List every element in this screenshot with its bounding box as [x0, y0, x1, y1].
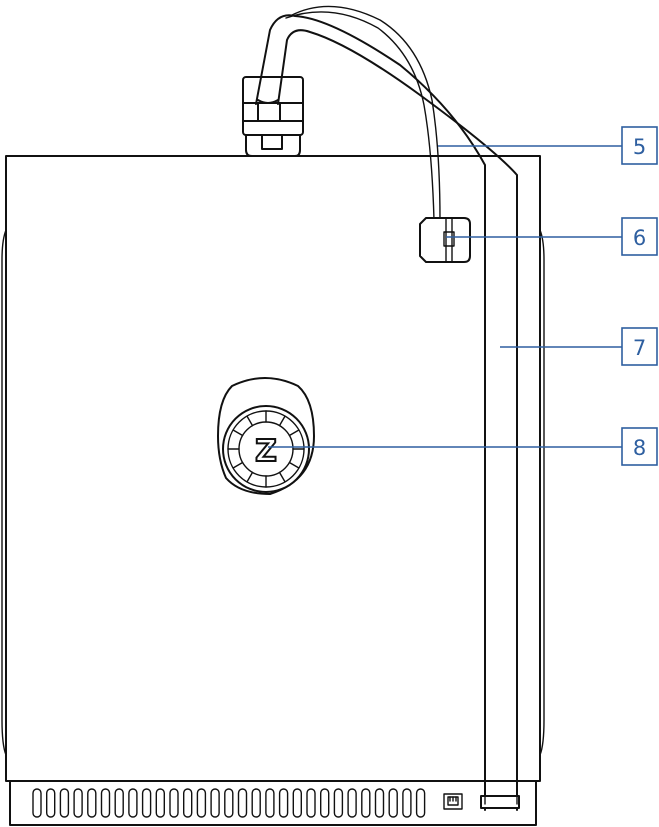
vent-slot: [141, 788, 152, 818]
vent-slot: [87, 788, 97, 818]
vent-slot: [361, 788, 371, 818]
vent-slot: [196, 788, 207, 818]
vent-slot: [306, 788, 316, 818]
vent-slot: [46, 788, 56, 818]
cable-clip: [419, 217, 471, 263]
callout-7-label: 7: [633, 336, 646, 360]
callout-8-label: 8: [633, 436, 646, 460]
vent-slot: [155, 788, 166, 818]
vent-slot: [278, 788, 289, 818]
vent-slot: [73, 788, 83, 818]
vent-slot: [114, 788, 124, 818]
ethernet-port: [443, 793, 463, 810]
callout-5-label: 5: [633, 135, 646, 159]
vent-slot: [210, 788, 220, 818]
vent-slot: [347, 788, 357, 818]
vent-slot: [237, 788, 248, 818]
knob-grips: [227, 410, 305, 488]
callout-7: 7: [500, 327, 658, 366]
callout-5: 5: [438, 126, 658, 165]
callout-6: 6: [446, 217, 658, 256]
callout-6-label: 6: [633, 226, 646, 250]
vent-slot: [292, 788, 302, 818]
vent-slot: [100, 788, 111, 818]
vent-slot: [320, 788, 330, 818]
vent-slot: [182, 788, 193, 818]
knob-grip-notch: [288, 429, 300, 437]
vent-slot: [169, 788, 179, 818]
vent-slot: [32, 788, 42, 818]
knob-logo: Z: [255, 434, 277, 469]
vent-slot: [128, 788, 138, 818]
rotary-knob: Z: [217, 377, 315, 495]
knob-grip-notch: [246, 415, 254, 427]
vent-slot: [59, 788, 70, 818]
vent-slot: [388, 788, 398, 818]
filament-tubes: [255, 5, 518, 811]
vent-slot: [251, 788, 261, 818]
bottom-vent-panel: [9, 780, 537, 826]
vent-slot: [402, 788, 412, 818]
knob-grip-notch: [232, 461, 244, 469]
knob-grip-notch: [232, 429, 244, 437]
vent-slots: [32, 788, 426, 818]
knob-grip-notch: [278, 471, 286, 483]
vent-slot: [265, 788, 275, 818]
callout-8: 8: [268, 427, 658, 466]
knob-grip-notch: [246, 471, 254, 483]
top-connector: [242, 76, 304, 157]
vent-slot: [415, 788, 426, 818]
knob-grip-notch: [278, 415, 286, 427]
knob-grip-notch: [288, 461, 300, 469]
vent-slot: [374, 788, 385, 818]
cable-channel-end: [480, 789, 520, 809]
vent-slot: [224, 788, 234, 818]
vent-slot: [333, 788, 344, 818]
